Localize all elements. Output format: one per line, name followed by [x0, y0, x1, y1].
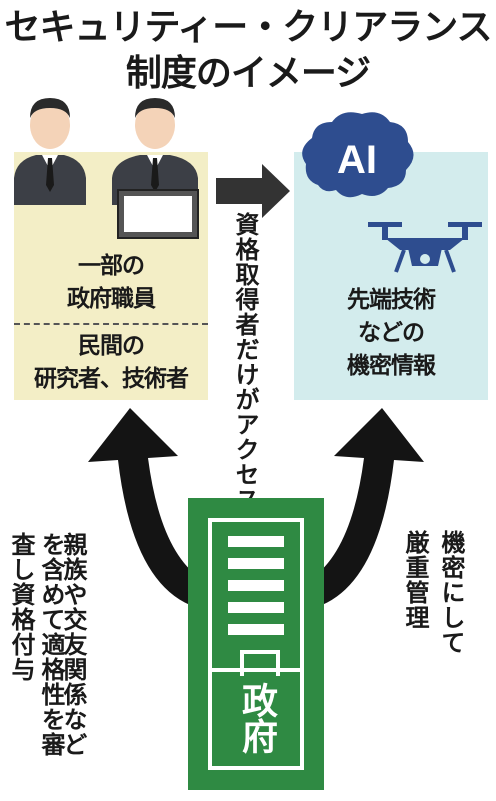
building-stripe [228, 536, 284, 547]
label-line: 先端技術 [347, 287, 436, 313]
screening-note-line3: 査し資格付与 [7, 532, 35, 682]
drone-icon [368, 222, 482, 273]
ai-label: AI [337, 138, 377, 182]
label-line: などの [358, 320, 425, 346]
building-base-line [212, 668, 300, 672]
management-note-line2: 厳重管理 [401, 530, 429, 630]
building-stripe [228, 602, 284, 613]
building-stripe [228, 580, 284, 591]
access-arrow [216, 164, 290, 218]
label-line: 機密情報 [347, 353, 436, 379]
building-stripe [228, 624, 284, 635]
label-line: 研究者、技術者 [34, 366, 189, 392]
classified-info-label: 先端技術 などの 機密情報 [294, 284, 488, 383]
label-line: 一部の [78, 253, 145, 279]
classified-info-box [294, 152, 488, 400]
diagram-title-line2: 制度のイメージ [125, 53, 371, 94]
screening-note-line1: 親族や交友関係など [59, 532, 87, 757]
building-door [240, 650, 280, 676]
government-label: 政府 [236, 682, 277, 754]
government-building: 政府 [188, 498, 324, 790]
ai-brain-icon [302, 112, 414, 198]
private-researchers-label: 民間の 研究者、技術者 [14, 330, 208, 396]
building-outline: 政府 [208, 518, 304, 770]
diagram-title-line1: セキュリティー・クリアランス [4, 7, 492, 48]
label-line: 民間の [78, 333, 145, 359]
researcher-icon [112, 98, 198, 205]
building-stripe [228, 558, 284, 569]
management-note-line1: 機密にして [437, 530, 465, 655]
arrow-to-personnel [88, 408, 200, 605]
government-officer-icon [14, 98, 86, 205]
arrow-to-classified [312, 408, 424, 605]
government-staff-label: 一部の 政府職員 [14, 250, 208, 316]
label-line: 政府職員 [67, 286, 156, 312]
laptop-icon [117, 189, 199, 239]
screening-note-line2: を含めて適格性を審 [37, 532, 65, 757]
box-divider [14, 323, 208, 325]
